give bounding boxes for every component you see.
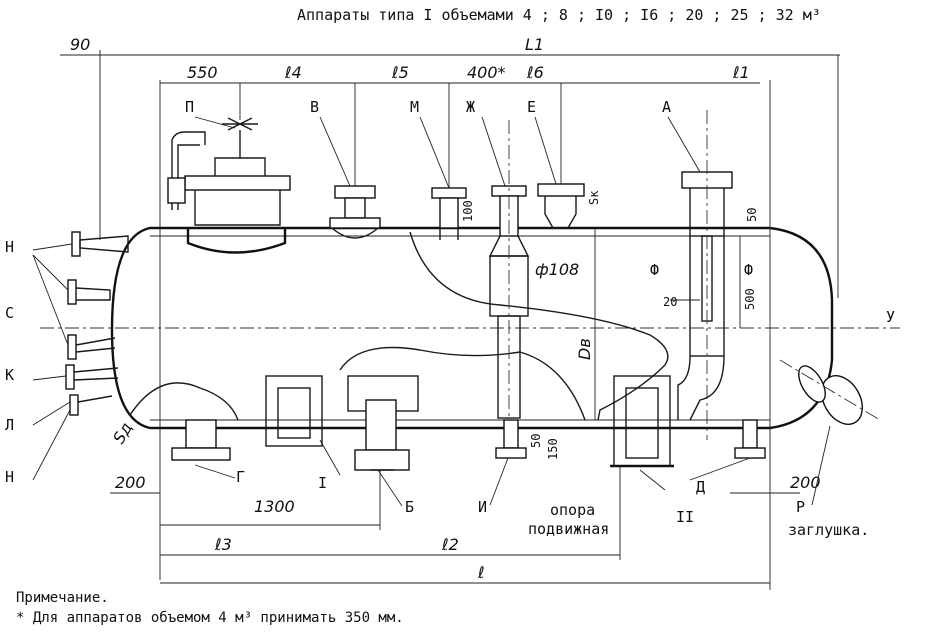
dim-50-bot: 50 (529, 434, 543, 448)
label-L: Л (5, 416, 14, 434)
label-phi-right: Ф (744, 261, 753, 279)
nozzle-Zh (488, 120, 530, 445)
manhole-P (167, 117, 291, 254)
dim-l6: ℓ6 (526, 63, 544, 82)
label-A: А (662, 98, 671, 116)
dimension-lines (60, 50, 840, 590)
label-E: Е (527, 98, 536, 116)
label-K: К (5, 366, 14, 384)
nozzle-M (431, 187, 467, 240)
label-D: Д (696, 478, 705, 496)
dim-100: 100 (461, 200, 475, 222)
note-text: * Для аппаратов объемом 4 м³ принимать 3… (16, 610, 404, 626)
dim-l: ℓ (477, 563, 485, 582)
dim-l2: ℓ2 (441, 535, 459, 554)
label-I-letter: И (478, 498, 487, 516)
nozzle-D (734, 419, 766, 459)
nozzle-G (171, 419, 231, 461)
dim-sd: Sд (109, 419, 136, 447)
note-heading: Примечание. (16, 590, 109, 606)
label-N-bot: Н (5, 468, 14, 486)
nozzle-A (677, 110, 733, 440)
leader-lines (32, 116, 831, 507)
dim-phi108: ф108 (535, 260, 579, 279)
dim-L1: L1 (525, 35, 544, 54)
label-U: У (886, 308, 895, 326)
dim-l4: ℓ4 (284, 63, 302, 82)
dim-l5: ℓ5 (391, 63, 409, 82)
dim-90: 90 (70, 35, 90, 54)
label-I-roman: I (318, 474, 327, 492)
nozzle-E (537, 183, 585, 229)
plug-R (779, 359, 881, 425)
dim-550: 550 (187, 63, 218, 82)
support-II (610, 375, 674, 468)
label-G: Г (236, 468, 245, 486)
label-B: Б (405, 498, 414, 516)
dim-sk: Sк (587, 190, 601, 205)
dim-150: 150 (546, 438, 560, 460)
dim-l3: ℓ3 (214, 535, 232, 554)
label-V: В (310, 98, 319, 116)
label-Zh: Ж (466, 98, 475, 116)
label-zaglushka: заглушка. (788, 521, 869, 539)
nozzle-B (347, 375, 419, 471)
dim-200-right: 200 (790, 473, 821, 492)
dim-200-left: 200 (115, 473, 146, 492)
vessel-shell (40, 226, 900, 430)
dim-l1: ℓ1 (732, 63, 750, 82)
label-P: П (185, 98, 194, 116)
label-S: С (5, 304, 14, 322)
nozzle-V (329, 185, 381, 239)
label-opora: опора (550, 501, 595, 519)
label-R: Р (796, 498, 805, 516)
label-N-top: Н (5, 238, 14, 256)
support-I (265, 375, 323, 447)
label-M: М (410, 98, 419, 116)
dim-Dv: Dв (575, 338, 594, 360)
label-phi-left: Ф (650, 261, 659, 279)
dim-400: 400* (467, 63, 506, 82)
dim-20: 20 (663, 295, 677, 309)
dim-500: 500 (743, 288, 757, 310)
dim-50-top: 50 (745, 208, 759, 222)
label-opora-podvizhnaya: подвижная (528, 520, 609, 538)
nozzle-I (495, 419, 527, 459)
drawing-title: Аппараты типа I объемами 4 ; 8 ; I0 ; I6… (297, 6, 821, 24)
dim-1300: 1300 (254, 497, 295, 516)
label-II-roman: II (676, 508, 694, 526)
